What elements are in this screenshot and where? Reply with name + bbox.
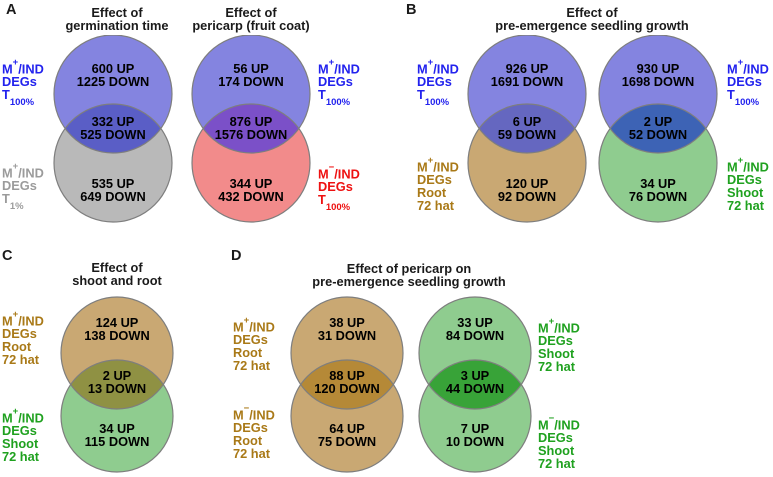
venn-d-shoot-top-outline [418, 296, 532, 410]
label-c-green-shoot: M+/IND DEGs Shoot 72 hat [2, 405, 44, 465]
venn-d-root-top-outline [290, 296, 404, 410]
venn-b-root-diagram [467, 35, 587, 223]
label-b1-blue-t100: M+/IND DEGs T100% [417, 56, 459, 109]
panel-c-letter: C [2, 248, 13, 264]
venn-b-root-overlap [468, 104, 586, 153]
venn-pericarp-overlap [192, 104, 310, 153]
label-a2-blue-t100: M+/IND DEGs T100% [318, 56, 360, 109]
venn-d-root-bottom-outline [290, 359, 404, 473]
title-pericarp-pre-emergence: Effect of pericarp on pre-emergence seed… [312, 261, 506, 289]
label-b2-green-shoot: M+/IND DEGs Shoot 72 hat [727, 154, 769, 214]
venn-b-shoot-diagram [598, 35, 718, 223]
label-d2-green-shoot-plus: M+/IND DEGs Shoot 72 hat [538, 315, 580, 375]
venn-c-overlap [61, 360, 173, 409]
venn-b-root-bottom-outline [467, 103, 587, 223]
venn-d-root-overlap [291, 360, 403, 409]
panel-b-letter: B [406, 2, 417, 18]
venn-d-root-diagram [290, 296, 404, 473]
venn-germination-overlap [54, 104, 172, 153]
label-d-brown-root-minus: M−/IND DEGs Root 72 hat [233, 402, 275, 462]
label-d2-green-shoot-minus: M−/IND DEGs Shoot 72 hat [538, 412, 580, 472]
label-a2-red-t100: M−/IND DEGs T100% [318, 161, 360, 214]
title-germination-time: Effect of germination time [65, 5, 169, 33]
panel-d-letter: D [231, 248, 242, 264]
venn-c-top-outline [60, 296, 174, 410]
venn-c-bottom-outline [60, 359, 174, 473]
venn-b-shoot-overlap [599, 104, 717, 153]
label-c-brown-root: M+/IND DEGs Root 72 hat [2, 308, 44, 368]
venn-d-shoot-bottom-outline [418, 359, 532, 473]
venn-germination-bottom-outline [53, 103, 173, 223]
panel-a-letter: A [6, 2, 17, 18]
venn-c-diagram [60, 296, 174, 473]
title-pre-emergence: Effect of pre-emergence seedling growth [495, 5, 689, 33]
venn-d-shoot-overlap [419, 360, 531, 409]
venn-b-shoot-top-outline [598, 35, 718, 154]
venn-b-root-top-outline [467, 35, 587, 154]
title-pericarp: Effect of pericarp (fruit coat) [192, 5, 310, 33]
label-d-brown-root-plus: M+/IND DEGs Root 72 hat [233, 314, 275, 374]
venn-pericarp-diagram [191, 35, 311, 223]
venn-pericarp-bottom-outline [191, 103, 311, 223]
venn-germination-top-outline [53, 35, 173, 154]
venn-d-shoot-diagram [418, 296, 532, 473]
label-b2-blue-t100: M+/IND DEGs T100% [727, 56, 769, 109]
venn-b-shoot-bottom-outline [598, 103, 718, 223]
venn-pericarp-top-outline [191, 35, 311, 154]
title-shoot-and-root: Effect of shoot and root [72, 260, 162, 288]
venn-germination-diagram [53, 35, 173, 223]
label-b1-brown-root: M+/IND DEGs Root 72 hat [417, 154, 459, 214]
label-a1-blue-t100: M+/IND DEGs T100% [2, 56, 44, 109]
label-a1-gray-t1: M+/IND DEGs T1% [2, 160, 44, 213]
